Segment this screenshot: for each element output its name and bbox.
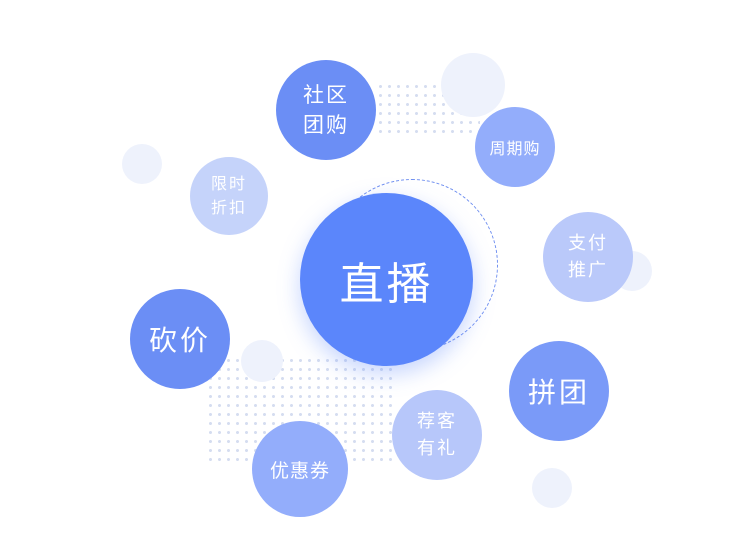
bubble-limited-discount[interactable]: 限时 折扣 — [190, 157, 268, 235]
bubble-label: 社区 团购 — [303, 83, 349, 137]
bubble-group-buy[interactable]: 拼团 — [509, 341, 609, 441]
bubble-label: 拼团 — [527, 376, 590, 409]
bubble-label: 支付 推广 — [568, 233, 608, 281]
bubble-community-group-buy[interactable]: 社区 团购 — [276, 60, 376, 160]
deco-circle — [122, 144, 162, 184]
deco-circle — [441, 53, 505, 117]
bubble-payment-promo[interactable]: 支付 推广 — [543, 212, 633, 302]
bubble-periodic-buy[interactable]: 周期购 — [475, 107, 555, 187]
bubble-bargain[interactable]: 砍价 — [130, 289, 230, 389]
bubble-label: 限时 折扣 — [210, 174, 247, 217]
center-bubble-live[interactable]: 直播 — [300, 193, 473, 366]
deco-circle — [532, 468, 572, 508]
bubble-coupon[interactable]: 优惠券 — [252, 421, 348, 517]
center-label: 直播 — [339, 258, 434, 310]
bubble-label: 周期购 — [489, 139, 541, 158]
deco-circle — [241, 340, 283, 382]
bubble-label: 砍价 — [148, 324, 211, 357]
bubble-label: 荐客 有礼 — [417, 411, 457, 459]
bubble-referral-gift[interactable]: 荐客 有礼 — [392, 390, 482, 480]
bubble-label: 优惠券 — [269, 459, 330, 482]
